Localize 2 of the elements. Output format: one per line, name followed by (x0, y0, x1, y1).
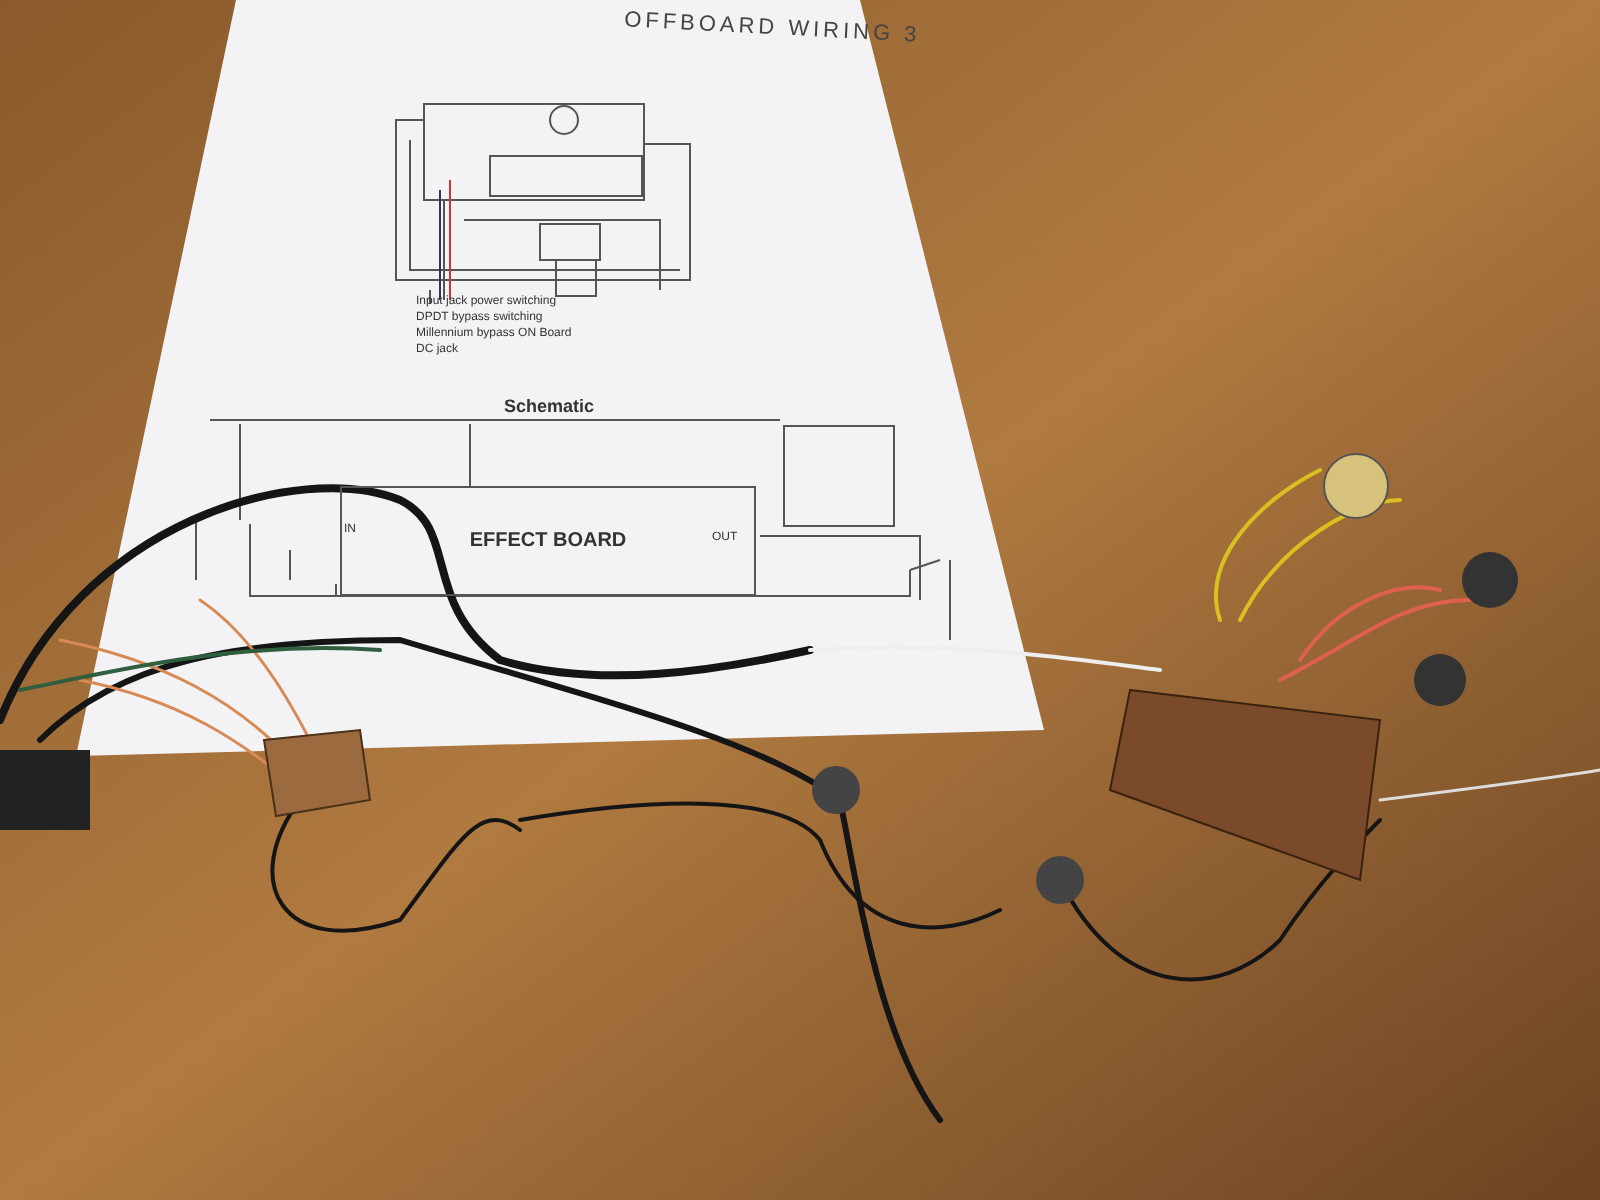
section-heading: Schematic (504, 396, 595, 416)
page-title: OFFBOARD WIRING 3 (623, 8, 921, 48)
